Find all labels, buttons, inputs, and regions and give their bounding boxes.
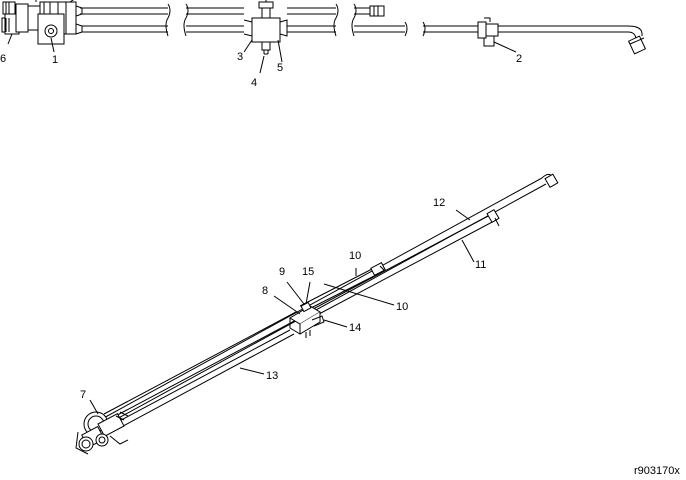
callout-11: 11: [475, 259, 486, 271]
callout-12: 12: [433, 197, 445, 209]
hose-10: [299, 261, 386, 313]
top-leader-lines: [7, 33, 517, 74]
coupler-cluster: [75, 411, 129, 455]
straight-hose-assembly: [1, 0, 647, 55]
callout-2: 2: [516, 53, 522, 65]
upper-hose-end-fitting: [75, 5, 83, 17]
bent-hose-end: [627, 25, 647, 55]
figure-reference: r903170x: [634, 465, 680, 477]
callout-15: 15: [302, 266, 314, 278]
lower-hose-end-fitting: [75, 23, 83, 35]
callout-13: 13: [266, 370, 278, 382]
hose-lines-upper: [80, 7, 370, 15]
callout-9: 9: [279, 266, 285, 278]
bottom-leader-lines: [89, 209, 475, 415]
callout-10-lower: 10: [396, 301, 408, 313]
callout-10-upper: 10: [349, 250, 361, 262]
callout-8: 8: [262, 285, 268, 297]
tee-fitting: [243, 0, 288, 55]
callout-1: 1: [52, 54, 58, 66]
hose-lines-lower: [82, 25, 628, 33]
valve-body: [37, 13, 65, 45]
callout-5: 5: [277, 62, 283, 74]
hose-11: [299, 208, 500, 323]
callout-14: 14: [349, 322, 361, 334]
elbow-fitting: [477, 17, 499, 47]
hose-12-elbow: [541, 173, 559, 189]
hose-13: [103, 311, 301, 433]
callout-4: 4: [251, 77, 257, 89]
manifold-block: [289, 301, 325, 338]
callout-7: 7: [80, 389, 86, 401]
hose-break-marks: [165, 3, 426, 37]
upper-hose-nut: [369, 5, 385, 17]
callout-3: 3: [237, 51, 243, 63]
isometric-hose-assembly: [75, 173, 559, 455]
callout-6: 6: [0, 53, 6, 65]
